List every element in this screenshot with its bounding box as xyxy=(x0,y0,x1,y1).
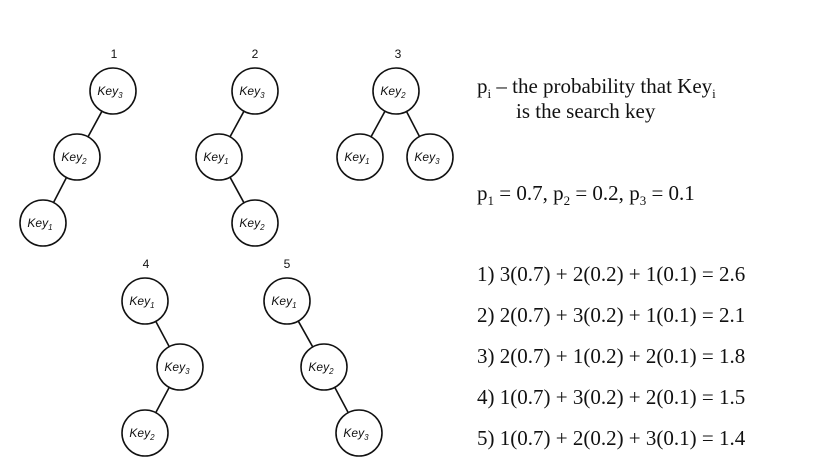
equation-2: 2) 2(0.7) + 3(0.2) + 1(0.1) = 2.1 xyxy=(477,303,746,327)
node-circle xyxy=(372,67,420,115)
tree-edge xyxy=(229,176,245,204)
tree-label: 4 xyxy=(143,257,150,271)
node-key-label: Key3 xyxy=(164,360,190,376)
node-circle xyxy=(121,277,169,325)
node-circle xyxy=(195,133,243,181)
tree-edge xyxy=(334,386,349,414)
node-circle xyxy=(335,409,383,457)
equation-1: 1) 3(0.7) + 2(0.2) + 1(0.1) = 2.6 xyxy=(477,262,746,286)
node-key-label: Key2 xyxy=(129,426,155,442)
p1-symbol: p xyxy=(477,181,488,205)
node-circle xyxy=(19,199,67,247)
node-circle xyxy=(300,343,348,391)
equation-3: 3) 2(0.7) + 1(0.2) + 2(0.1) = 1.8 xyxy=(477,344,746,368)
tree-label: 2 xyxy=(252,47,259,61)
p-subscript: i xyxy=(487,86,492,101)
p1-subscript: 1 xyxy=(487,193,495,208)
tree-label: 1 xyxy=(111,47,118,61)
node-circle xyxy=(263,277,311,325)
node-circle xyxy=(231,199,279,247)
tree-node: Key3 xyxy=(156,343,204,391)
node-key-label: Key3 xyxy=(343,426,369,442)
probabilities-line: p1 = 0.7, p2 = 0.2, p3 = 0.1 xyxy=(477,181,695,208)
node-key-label: Key1 xyxy=(271,294,296,310)
tree-node: Key1 xyxy=(263,277,311,325)
tree-edge xyxy=(87,110,103,138)
node-key-label: Key1 xyxy=(129,294,154,310)
tree-node: Key1 xyxy=(336,133,384,181)
node-key-label: Key2 xyxy=(380,84,406,100)
p2-symbol: p xyxy=(553,181,564,205)
node-key-label: Key1 xyxy=(203,150,228,166)
tree-edge xyxy=(155,386,170,414)
node-circle xyxy=(121,409,169,457)
node-circle xyxy=(336,133,384,181)
node-circle xyxy=(89,67,137,115)
tree-node: Key2 xyxy=(121,409,169,457)
definition-line-2: is the search key xyxy=(516,99,656,123)
p3-value: = 0.1 xyxy=(646,181,695,205)
equation-4: 4) 1(0.7) + 3(0.2) + 2(0.1) = 1.5 xyxy=(477,385,746,409)
node-key-label: Key1 xyxy=(27,216,52,232)
node-circle xyxy=(156,343,204,391)
node-key-label: Key3 xyxy=(97,84,123,100)
node-key-label: Key2 xyxy=(239,216,265,232)
equation-5: 5) 1(0.7) + 2(0.2) + 3(0.1) = 1.4 xyxy=(477,426,746,450)
node-key-label: Key1 xyxy=(344,150,369,166)
tree-edge xyxy=(297,320,314,348)
explanation-panel: pi – the probability that Keyi is the se… xyxy=(477,0,836,475)
tree-node: Key3 xyxy=(231,67,279,115)
tree-edge xyxy=(52,177,68,203)
node-key-label: Key3 xyxy=(414,150,440,166)
node-key-label: Key2 xyxy=(308,360,334,376)
definition-line-1: pi – the probability that Keyi xyxy=(477,74,716,101)
tree-node: Key1 xyxy=(121,277,169,325)
tree-node: Key2 xyxy=(300,343,348,391)
tree-node: Key2 xyxy=(372,67,420,115)
node-circle xyxy=(406,133,454,181)
p1-value: = 0.7, xyxy=(494,181,554,205)
tree-node: Key2 xyxy=(53,133,101,181)
node-circle xyxy=(53,133,101,181)
key-subscript: i xyxy=(712,86,716,101)
p3-symbol: p xyxy=(629,181,640,205)
tree-edge xyxy=(229,110,245,138)
p3-subscript: 3 xyxy=(639,193,647,208)
tree-node: Key3 xyxy=(335,409,383,457)
tree-node: Key1 xyxy=(19,199,67,247)
tree-edge xyxy=(155,320,170,348)
p-symbol: p xyxy=(477,74,488,98)
tree-label: 3 xyxy=(395,47,402,61)
node-circle xyxy=(231,67,279,115)
tree-label: 5 xyxy=(284,257,291,271)
tree-node: Key1 xyxy=(195,133,243,181)
definition-text: – the probability that Key xyxy=(491,74,713,98)
node-key-label: Key3 xyxy=(239,84,265,100)
tree-node: Key2 xyxy=(231,199,279,247)
tree-edge xyxy=(370,110,386,138)
tree-node: Key3 xyxy=(89,67,137,115)
p2-subscript: 2 xyxy=(563,193,571,208)
tree-node: Key3 xyxy=(406,133,454,181)
tree-edge xyxy=(405,111,421,137)
node-key-label: Key2 xyxy=(61,150,87,166)
p2-value: = 0.2, xyxy=(570,181,630,205)
